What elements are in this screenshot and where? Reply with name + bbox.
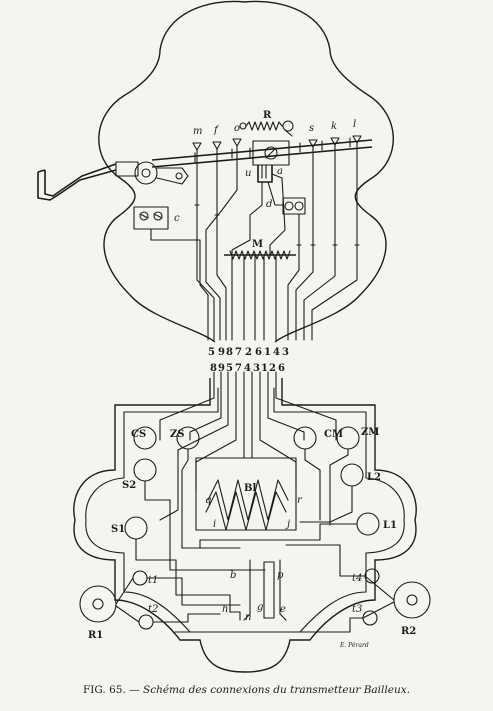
main-shaft <box>151 137 373 168</box>
figure-caption: FIG. 65. — Schéma des connexions du tran… <box>0 684 493 696</box>
wire-ticks <box>194 204 360 246</box>
label-a: a <box>277 166 283 177</box>
label-e: e <box>280 604 286 615</box>
label-S1: S1 <box>111 524 125 535</box>
lower-inner-wiring <box>135 448 366 633</box>
label-R1: R1 <box>88 630 103 641</box>
electromagnet-M <box>224 250 296 260</box>
rosette-R1 <box>79 585 117 623</box>
caption-dash: — <box>129 684 140 696</box>
label-l: l <box>353 119 356 130</box>
label-R: R <box>263 110 272 121</box>
lower-wiring <box>159 371 337 521</box>
top-num-2: 8 <box>226 347 233 358</box>
label-q: q <box>205 495 211 506</box>
label-M: M <box>252 239 263 250</box>
top-terminal-numbers: 5 9 8 7 2 6 1 4 3 <box>208 347 289 358</box>
contact-block-d <box>267 181 306 215</box>
top-num-7: 4 <box>273 347 280 358</box>
caption-text: Schéma des connexions du transmetteur Ba… <box>143 684 410 696</box>
label-S2: S2 <box>122 480 136 491</box>
upper-housing-outline <box>98 0 394 343</box>
caption-fig-number: FIG. 65. <box>82 684 126 696</box>
bot-num-5: 3 <box>253 363 260 374</box>
label-f: f <box>213 125 220 136</box>
spring-R <box>239 120 294 137</box>
top-num-5: 6 <box>255 347 262 358</box>
bot-num-2: 5 <box>226 363 233 374</box>
top-num-8: 3 <box>282 347 289 358</box>
top-component-labels: R m f o s k l u a d c M <box>174 110 356 250</box>
label-c: c <box>174 213 180 224</box>
label-ZS: ZS <box>170 429 185 440</box>
bottom-terminal-numbers: 8 9 5 7 4 3 1 2 6 <box>210 363 285 374</box>
upper-wiring <box>150 142 358 341</box>
rosette-R2 <box>393 581 431 619</box>
label-k: k <box>331 121 337 132</box>
bot-num-4: 4 <box>244 363 251 374</box>
label-CM: CM <box>324 429 343 440</box>
coil-Bl <box>195 457 297 531</box>
label-Bl: Bl <box>244 483 256 494</box>
bot-num-3: 7 <box>235 363 242 374</box>
top-num-1: 9 <box>218 347 225 358</box>
lower-housing-outline <box>73 378 417 673</box>
label-s: s <box>309 123 314 134</box>
bottom-component-labels: CS ZS CM ZM S2 L2 S1 L1 Bl q r i j t1 t2… <box>88 427 416 641</box>
bot-num-1: 9 <box>218 363 225 374</box>
label-o: o <box>234 123 240 134</box>
label-t1: t1 <box>148 575 158 586</box>
label-r: r <box>297 495 303 506</box>
bot-num-8: 6 <box>278 363 285 374</box>
label-g: g <box>257 602 263 613</box>
top-num-0: 5 <box>208 347 215 358</box>
bot-num-7: 2 <box>269 363 276 374</box>
label-u: u <box>245 168 251 179</box>
label-ZM: ZM <box>361 427 379 438</box>
label-j: j <box>285 519 290 530</box>
label-m: m <box>193 126 202 137</box>
label-p: p <box>277 570 284 581</box>
contact-triangles <box>192 135 362 151</box>
bot-num-6: 1 <box>261 363 268 374</box>
label-t4: t4 <box>352 573 362 584</box>
top-num-6: 1 <box>264 347 271 358</box>
label-h: h <box>222 604 228 615</box>
bot-num-0: 8 <box>210 363 217 374</box>
engraver-signature: E. Pérard <box>339 642 369 649</box>
label-L1: L1 <box>383 520 397 531</box>
label-t2: t2 <box>148 604 158 615</box>
label-d: d <box>266 199 272 210</box>
label-i: i <box>213 519 216 530</box>
label-t3: t3 <box>352 604 362 615</box>
top-num-3: 7 <box>235 347 242 358</box>
label-b: b <box>230 570 236 581</box>
label-n: n <box>245 612 251 623</box>
label-L2: L2 <box>367 472 381 483</box>
contact-block-c <box>133 206 169 230</box>
top-num-4: 2 <box>245 347 252 358</box>
label-CS: CS <box>131 429 146 440</box>
crank-handle <box>37 161 189 201</box>
label-R2: R2 <box>401 626 416 637</box>
central-block <box>252 140 290 183</box>
